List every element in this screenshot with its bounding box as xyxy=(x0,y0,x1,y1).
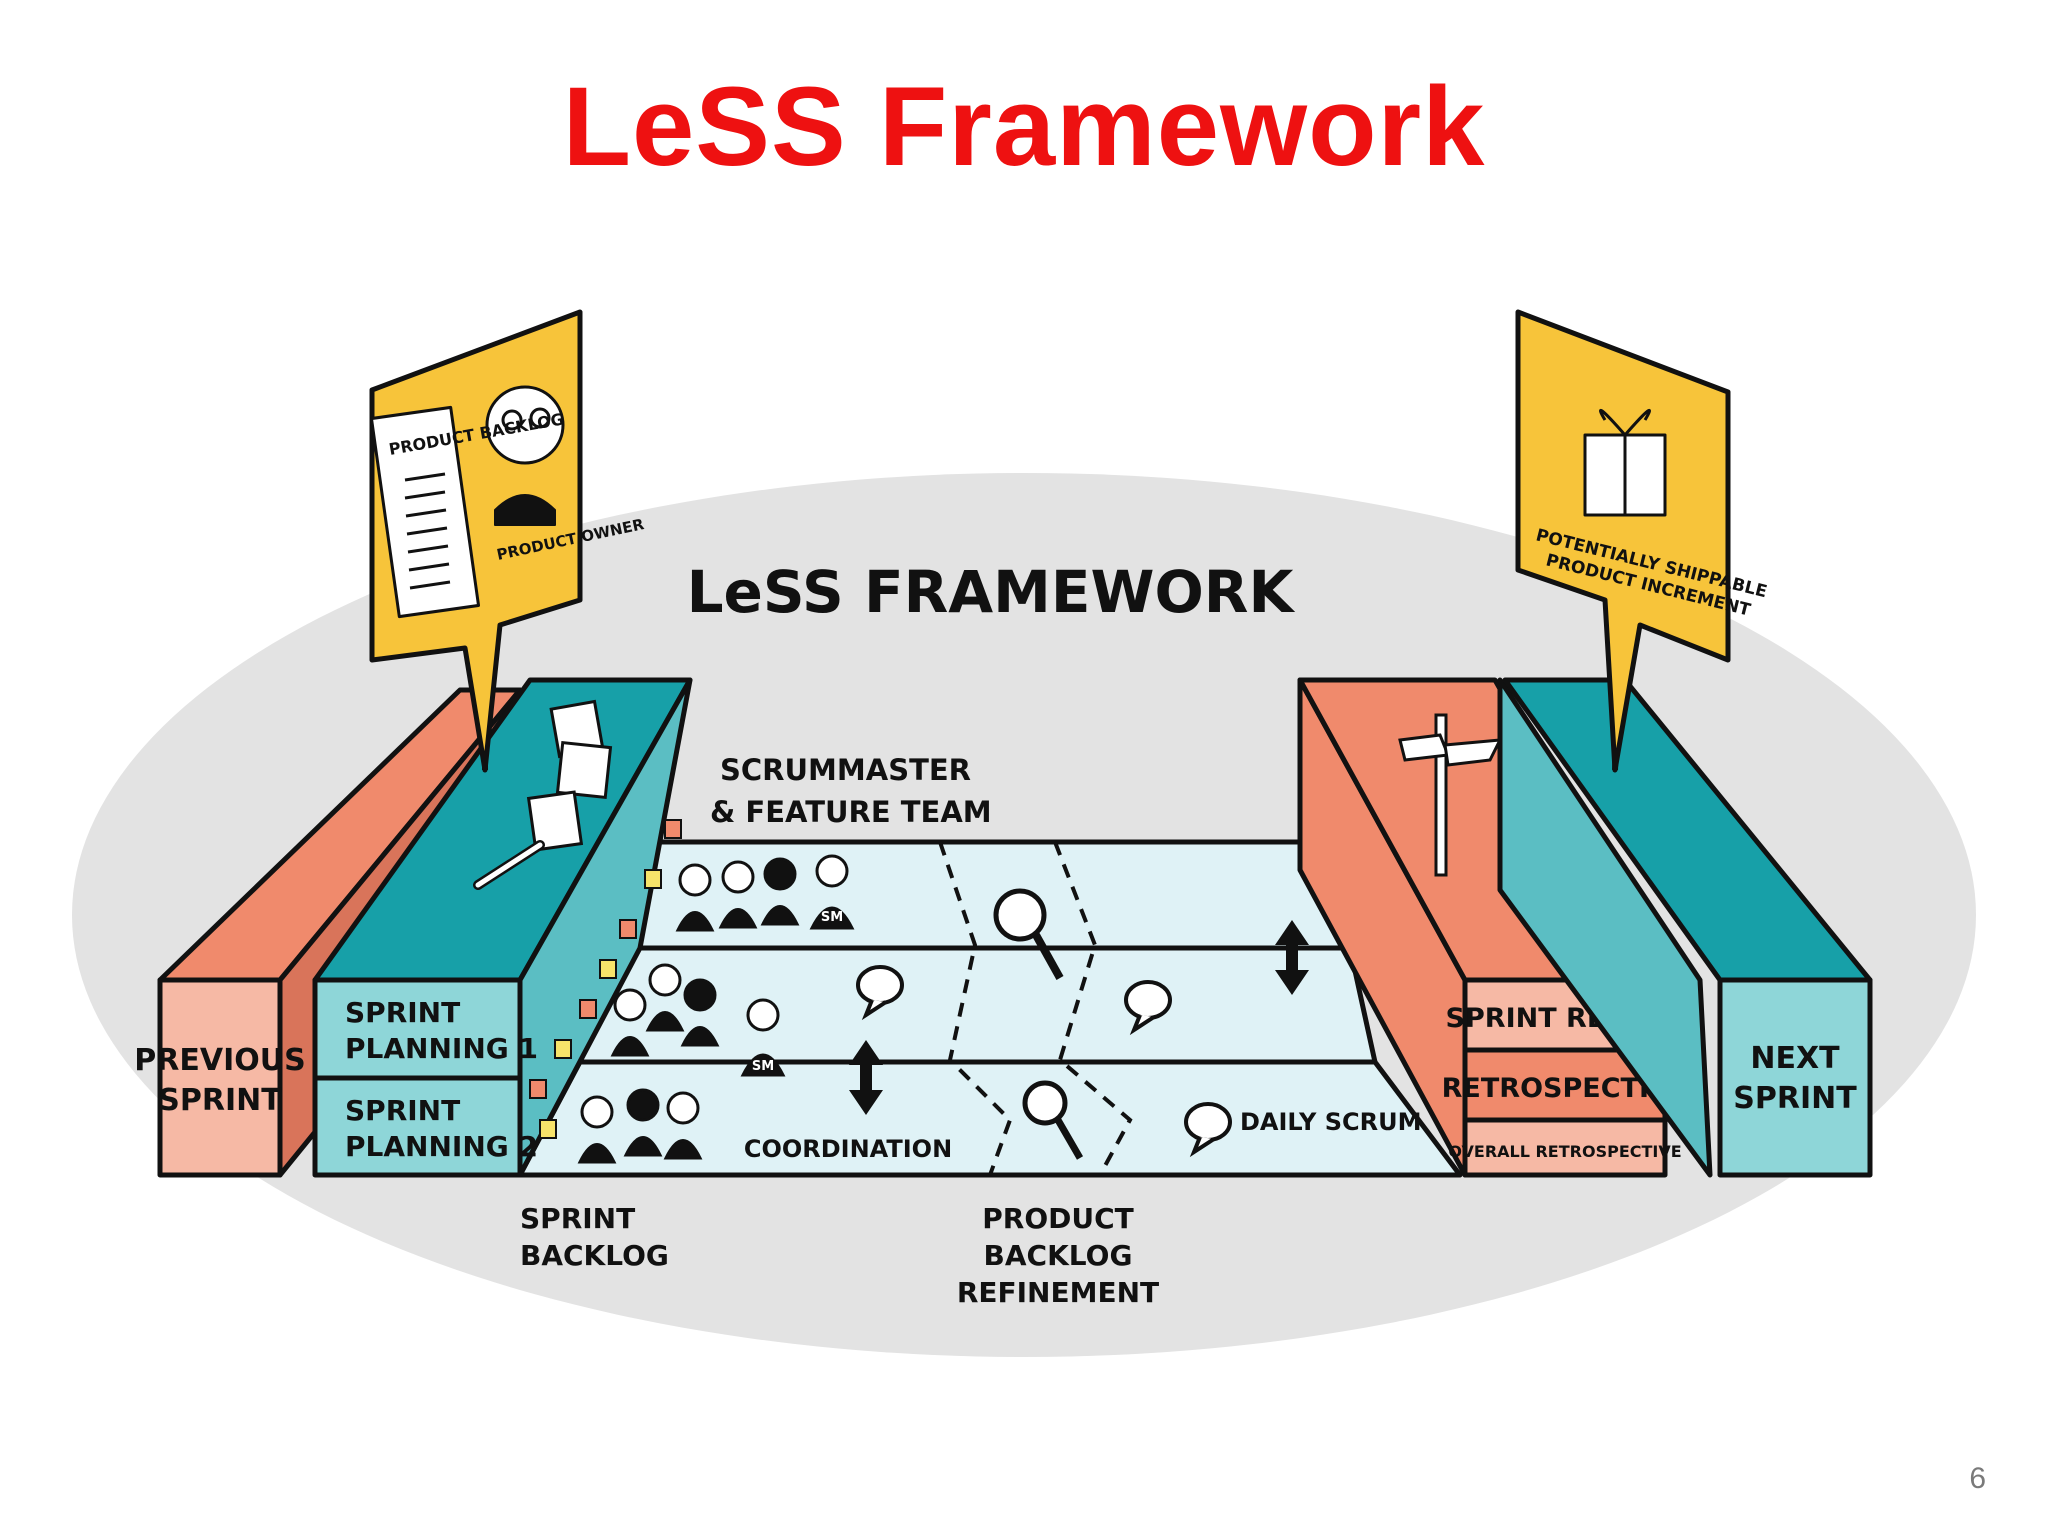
overall-retrospective-front xyxy=(1462,1117,1668,1178)
sprint-backlog-label-2: BACKLOG xyxy=(520,1239,669,1272)
sprint-planning-2-label-1: SPRINT xyxy=(345,1094,460,1127)
sticky-notes xyxy=(529,819,682,1139)
sprint-planning-1-label-2: PLANNING 1 xyxy=(345,1032,538,1065)
refinement-label-2: BACKLOG xyxy=(984,1239,1133,1272)
sprint-planning-2-front xyxy=(312,1075,523,1178)
feature-team-2 xyxy=(610,963,786,1077)
scrummaster-label-2: & FEATURE TEAM xyxy=(710,795,992,829)
team-member-icon xyxy=(683,978,717,1012)
magnifier-icon-1 xyxy=(993,888,1064,980)
next-sprint-label-2: SPRINT xyxy=(1733,1081,1857,1116)
sm-badge-1: SM xyxy=(821,910,843,925)
previous-sprint-front xyxy=(157,977,283,1178)
arrow-icon xyxy=(1275,920,1309,995)
sprint-backlog-label-1: SPRINT xyxy=(520,1202,635,1235)
product-owner-sign xyxy=(369,309,583,773)
overall-retrospective-label: OVERALL RETROSPECTIVE xyxy=(1448,1142,1681,1161)
team-member-icon xyxy=(666,1091,700,1125)
next-sprint-block xyxy=(1497,677,1873,1178)
team-member-icon xyxy=(648,963,682,997)
feature-team-1 xyxy=(675,854,855,932)
sprint-planning-2-label-2: PLANNING 2 xyxy=(345,1130,538,1163)
team-member-icon xyxy=(763,857,797,891)
team-member-icon xyxy=(613,988,647,1022)
backlog-lines xyxy=(404,472,451,590)
slide-title: LeSS Framework xyxy=(562,64,1486,189)
feature-team-3 xyxy=(577,1088,703,1164)
increment-sign xyxy=(1515,309,1731,773)
coordination-arrows xyxy=(849,920,1309,1115)
next-sprint-side xyxy=(1497,677,1713,1178)
team-member-icon xyxy=(678,863,712,897)
diagram-heading: LeSS FRAMEWORK xyxy=(687,558,1296,626)
team-member-icon xyxy=(626,1088,660,1122)
scrummaster-label-1: SCRUMMASTER xyxy=(720,753,971,787)
signpost-icon xyxy=(1398,713,1503,877)
sm-badge-2: SM xyxy=(752,1059,774,1074)
lane-top xyxy=(607,839,1353,951)
team-member-icon xyxy=(580,1095,614,1129)
previous-sprint-label-2: SPRINT xyxy=(158,1083,282,1118)
sprint-planning-1-label-1: SPRINT xyxy=(345,996,460,1029)
team-member-icon xyxy=(721,860,755,894)
product-owner-avatar xyxy=(485,385,565,465)
coordination-label: COORDINATION xyxy=(744,1135,952,1163)
magnifier-icon-2 xyxy=(1022,1080,1084,1160)
daily-scrum-label: DAILY SCRUM xyxy=(1240,1108,1421,1136)
next-sprint-label-1: NEXT xyxy=(1750,1041,1840,1076)
page-number: 6 xyxy=(1969,1462,1986,1495)
refinement-dashes xyxy=(938,841,1133,1176)
refinement-label-3: REFINEMENT xyxy=(957,1276,1159,1309)
team-member-icon xyxy=(815,854,849,888)
arrow-icon xyxy=(849,1040,883,1115)
next-sprint-front xyxy=(1717,977,1873,1178)
previous-sprint-label-1: PREVIOUS xyxy=(134,1043,305,1078)
team-member-icon xyxy=(746,998,780,1032)
refinement-label-1: PRODUCT xyxy=(982,1202,1134,1235)
speech-bubble-icons xyxy=(856,965,1232,1158)
notes-and-pen-icon xyxy=(473,699,613,890)
